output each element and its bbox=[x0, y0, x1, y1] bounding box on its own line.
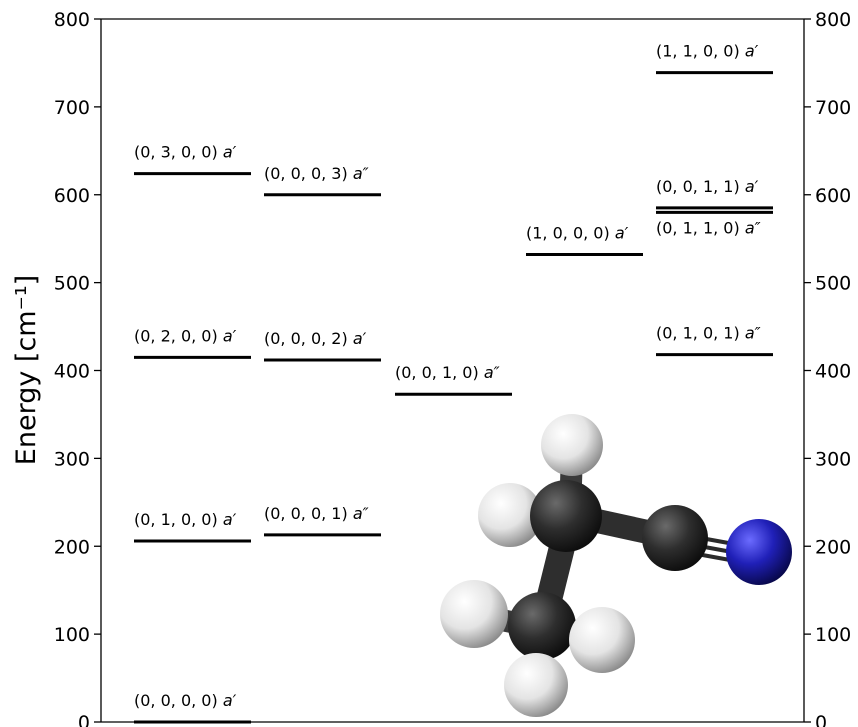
y-tick-label-left: 400 bbox=[54, 361, 90, 383]
y-tick-label-left: 800 bbox=[54, 9, 90, 31]
energy-level-label: (0, 0, 0, 3) a″ bbox=[264, 164, 369, 183]
level-quantum-numbers: (0, 0, 0, 1) bbox=[264, 504, 353, 523]
level-quantum-numbers: (0, 0, 1, 0) bbox=[395, 363, 484, 382]
level-symmetry: a″ bbox=[745, 324, 761, 343]
level-symmetry: a′ bbox=[745, 177, 759, 196]
y-tick-label-left: 700 bbox=[54, 97, 90, 119]
energy-level-label: (1, 1, 0, 0) a′ bbox=[656, 42, 759, 61]
y-tick-label-left: 100 bbox=[54, 624, 90, 646]
level-quantum-numbers: (1, 0, 0, 0) bbox=[526, 224, 615, 243]
energy-level-label: (0, 1, 0, 1) a″ bbox=[656, 324, 761, 343]
level-quantum-numbers: (0, 3, 0, 0) bbox=[134, 143, 223, 162]
y-tick-label-right: 500 bbox=[815, 273, 851, 295]
level-symmetry: a′ bbox=[223, 326, 237, 345]
hydrogen-atom bbox=[541, 414, 603, 476]
level-quantum-numbers: (0, 0, 0, 3) bbox=[264, 164, 353, 183]
level-quantum-numbers: (0, 2, 0, 0) bbox=[134, 326, 223, 345]
level-quantum-numbers: (0, 1, 1, 0) bbox=[656, 218, 745, 237]
y-tick-label-right: 800 bbox=[815, 9, 851, 31]
y-tick-label-right: 300 bbox=[815, 448, 851, 470]
energy-level-label: (0, 2, 0, 0) a′ bbox=[134, 326, 237, 345]
level-quantum-numbers: (0, 0, 0, 2) bbox=[264, 329, 353, 348]
y-tick-label-right: 400 bbox=[815, 361, 851, 383]
carbon-atom bbox=[508, 592, 576, 660]
hydrogen-atom bbox=[504, 653, 568, 717]
y-axis-right-ticks: 0 100 200 300 400 500 600 700 800 bbox=[804, 9, 851, 727]
level-quantum-numbers: (1, 1, 0, 0) bbox=[656, 42, 745, 61]
y-tick-label-left: 500 bbox=[54, 273, 90, 295]
molecule-inset bbox=[440, 414, 792, 717]
nitrogen-atom bbox=[726, 519, 792, 585]
level-quantum-numbers: (0, 1, 0, 1) bbox=[656, 324, 745, 343]
y-tick-label-left: 0 bbox=[78, 712, 90, 727]
level-symmetry: a′ bbox=[223, 691, 237, 710]
hydrogen-atom bbox=[478, 483, 542, 547]
level-symmetry: a″ bbox=[353, 164, 369, 183]
hydrogen-atom bbox=[569, 607, 635, 673]
y-axis-left-ticks: 0 100 200 300 400 500 600 700 800 bbox=[54, 9, 101, 727]
y-tick-label-right: 0 bbox=[815, 712, 827, 727]
level-symmetry: a″ bbox=[745, 218, 761, 237]
level-symmetry: a′ bbox=[353, 329, 367, 348]
level-symmetry: a′ bbox=[745, 42, 759, 61]
y-tick-label-right: 700 bbox=[815, 97, 851, 119]
y-tick-label-right: 600 bbox=[815, 185, 851, 207]
level-symmetry: a′ bbox=[223, 143, 237, 162]
energy-level-label: (0, 0, 1, 1) a′ bbox=[656, 177, 759, 196]
level-symmetry: a″ bbox=[484, 363, 500, 382]
energy-level-label: (0, 0, 0, 1) a″ bbox=[264, 504, 369, 523]
energy-level-label: (0, 0, 0, 2) a′ bbox=[264, 329, 367, 348]
y-axis-label: Energy [cm⁻¹] bbox=[11, 275, 42, 465]
energy-level-label: (0, 0, 0, 0) a′ bbox=[134, 691, 237, 710]
carbon-atom bbox=[530, 480, 602, 552]
level-quantum-numbers: (0, 0, 0, 0) bbox=[134, 691, 223, 710]
level-symmetry: a′ bbox=[615, 224, 629, 243]
level-quantum-numbers: (0, 0, 1, 1) bbox=[656, 177, 745, 196]
y-tick-label-left: 600 bbox=[54, 185, 90, 207]
energy-level-label: (0, 1, 1, 0) a″ bbox=[656, 218, 761, 237]
level-quantum-numbers: (0, 1, 0, 0) bbox=[134, 510, 223, 529]
carbon-atom bbox=[642, 505, 708, 571]
hydrogen-atom bbox=[440, 580, 508, 648]
energy-level-label: (0, 0, 1, 0) a″ bbox=[395, 363, 500, 382]
level-symmetry: a″ bbox=[353, 504, 369, 523]
y-tick-label-right: 100 bbox=[815, 624, 851, 646]
energy-level-label: (1, 0, 0, 0) a′ bbox=[526, 224, 629, 243]
y-tick-label-left: 300 bbox=[54, 448, 90, 470]
y-tick-label-left: 200 bbox=[54, 536, 90, 558]
y-tick-label-right: 200 bbox=[815, 536, 851, 558]
energy-level-label: (0, 3, 0, 0) a′ bbox=[134, 143, 237, 162]
level-symmetry: a′ bbox=[223, 510, 237, 529]
axes: 0 100 200 300 400 500 600 700 800 0 100 200 300 400 5… bbox=[11, 9, 851, 727]
energy-level-label: (0, 1, 0, 0) a′ bbox=[134, 510, 237, 529]
